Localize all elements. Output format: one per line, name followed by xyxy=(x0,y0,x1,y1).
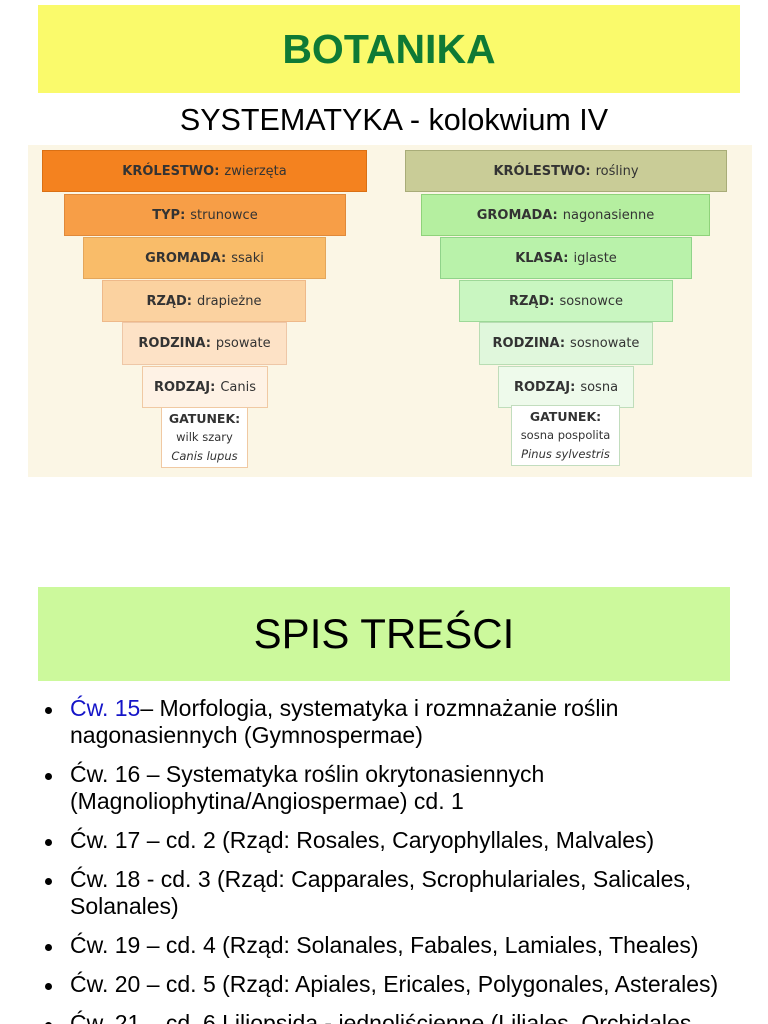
toc-item-text: – Morfologia, systematyka i rozmnażanie … xyxy=(70,695,619,748)
rank-label: KRÓLESTWO: xyxy=(122,163,220,179)
animal-species-box: GATUNEK: wilk szary Canis lupus xyxy=(161,407,248,468)
plant-taxonomy-pyramid: KRÓLESTWO:rośliny GROMADA:nagonasienne K… xyxy=(390,145,752,477)
rank-value: drapieżne xyxy=(197,293,262,309)
toc-item-text: Ćw. 20 – cd. 5 (Rząd: Apiales, Ericales,… xyxy=(70,971,719,997)
toc-heading: SPIS TREŚCI xyxy=(253,610,515,657)
plant-kingdom-bar: KRÓLESTWO:rośliny xyxy=(405,150,727,192)
toc-item-text: Ćw. 18 - cd. 3 (Rząd: Capparales, Scroph… xyxy=(70,866,692,919)
animal-phylum-bar: TYP:strunowce xyxy=(64,194,346,236)
rank-label: TYP: xyxy=(152,207,186,223)
toc-link-cw15[interactable]: Ćw. 15 xyxy=(70,695,141,721)
rank-value: psowate xyxy=(215,336,271,351)
animal-class-bar: GROMADA:ssaki xyxy=(83,237,326,279)
title-banner: BOTANIKA xyxy=(38,5,740,93)
species-common-name: sosna pospolita xyxy=(520,428,611,442)
bullet-icon xyxy=(45,878,52,885)
animal-taxonomy-pyramid: KRÓLESTWO:zwierzęta TYP:strunowce GROMAD… xyxy=(28,145,390,477)
bullet-icon xyxy=(45,983,52,990)
rank-value: nagonasienne xyxy=(562,207,655,223)
animal-order-bar: RZĄD:drapieżne xyxy=(102,280,306,322)
rank-label: RZĄD: xyxy=(509,293,555,309)
animal-genus-bar: RODZAJ:Canis xyxy=(142,366,268,408)
toc-item-text: Ćw. 21 – cd. 6 Liliopsida - jednoliścien… xyxy=(70,1010,692,1024)
rank-value: rośliny xyxy=(595,163,639,179)
rank-label: KRÓLESTWO: xyxy=(493,163,591,179)
toc-item: Ćw. 16 – Systematyka roślin okrytonasien… xyxy=(38,761,670,815)
rank-label: KLASA: xyxy=(515,250,569,266)
plant-species-box: GATUNEK: sosna pospolita Pinus sylvestri… xyxy=(511,405,620,466)
rank-value: ssaki xyxy=(231,250,264,266)
species-latin-name: Canis lupus xyxy=(171,449,238,463)
bullet-icon xyxy=(45,773,52,780)
toc-item: Ćw. 19 – cd. 4 (Rząd: Solanales, Fabales… xyxy=(38,932,750,959)
toc-item: Ćw. 21 – cd. 6 Liliopsida - jednoliścien… xyxy=(38,1010,750,1024)
toc-item: Ćw. 15– Morfologia, systematyka i rozmna… xyxy=(38,695,750,749)
bullet-icon xyxy=(45,944,52,951)
toc-item-text: Ćw. 16 – Systematyka roślin okrytonasien… xyxy=(70,761,545,814)
animal-family-bar: RODZINA: psowate xyxy=(122,322,287,365)
rank-label: RODZINA: xyxy=(138,336,211,351)
rank-label: RODZINA: xyxy=(492,336,566,351)
rank-label: RZĄD: xyxy=(146,293,193,309)
page-subtitle: SYSTEMATYKA - kolokwium IV xyxy=(179,103,609,137)
rank-label: GROMADA: xyxy=(476,207,558,223)
rank-label: RODZAJ: xyxy=(153,379,216,395)
plant-class-bar: KLASA:iglaste xyxy=(440,237,692,279)
plant-order-bar: RZĄD:sosnowce xyxy=(459,280,673,322)
species-rank-label: GATUNEK: xyxy=(168,411,241,426)
rank-value: sosnowce xyxy=(559,293,623,309)
plant-genus-bar: RODZAJ:sosna xyxy=(498,366,634,408)
rank-value: sosnowate xyxy=(570,336,640,351)
plant-division-bar: GROMADA:nagonasienne xyxy=(421,194,710,236)
toc-item-text: Ćw. 19 – cd. 4 (Rząd: Solanales, Fabales… xyxy=(70,932,699,958)
rank-label: GROMADA: xyxy=(145,250,227,266)
bullet-icon xyxy=(45,1022,52,1024)
toc-item: Ćw. 18 - cd. 3 (Rząd: Capparales, Scroph… xyxy=(38,866,750,920)
taxonomy-figure: KRÓLESTWO:zwierzęta TYP:strunowce GROMAD… xyxy=(28,145,752,477)
rank-value: strunowce xyxy=(190,207,258,223)
plant-family-bar: RODZINA: sosnowate xyxy=(479,322,653,365)
rank-value: zwierzęta xyxy=(224,163,287,179)
rank-value: Canis xyxy=(220,379,257,395)
toc-item: Ćw. 20 – cd. 5 (Rząd: Apiales, Ericales,… xyxy=(38,971,750,998)
rank-label: RODZAJ: xyxy=(513,379,576,395)
rank-value: sosna xyxy=(580,379,619,395)
toc-item-text: Ćw. 17 – cd. 2 (Rząd: Rosales, Caryophyl… xyxy=(70,827,655,853)
toc-item: Ćw. 17 – cd. 2 (Rząd: Rosales, Caryophyl… xyxy=(38,827,750,854)
bullet-icon xyxy=(45,707,52,714)
toc-banner: SPIS TREŚCI xyxy=(38,587,730,681)
species-latin-name: Pinus sylvestris xyxy=(521,447,610,461)
page-title: BOTANIKA xyxy=(282,26,496,72)
bullet-icon xyxy=(45,839,52,846)
species-common-name: wilk szary xyxy=(176,430,233,444)
animal-kingdom-bar: KRÓLESTWO:zwierzęta xyxy=(42,150,367,192)
rank-value: iglaste xyxy=(573,250,617,266)
toc-list: Ćw. 15– Morfologia, systematyka i rozmna… xyxy=(38,695,750,1024)
species-rank-label: GATUNEK: xyxy=(529,409,602,424)
